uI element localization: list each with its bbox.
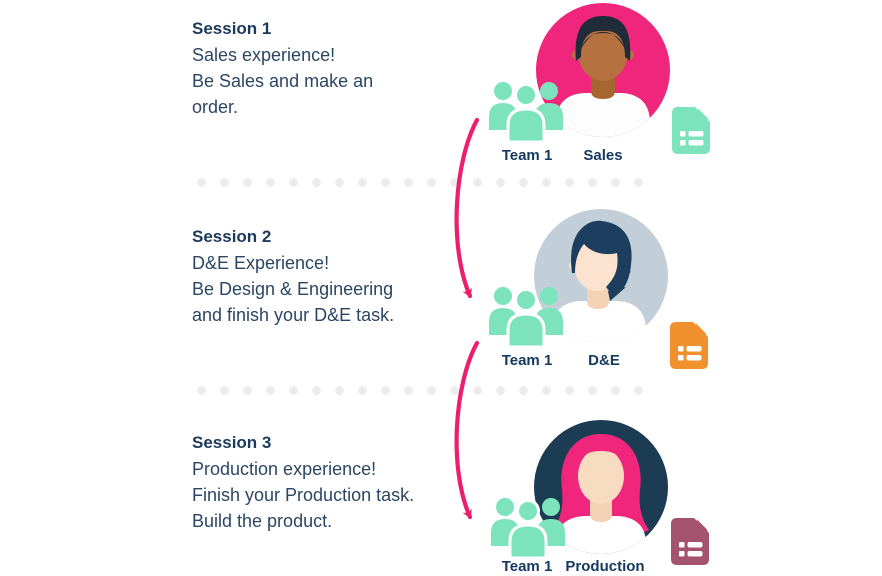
session-1-line: Be Sales and make an <box>192 71 374 91</box>
session-2-team-label: Team 1 <box>501 352 553 369</box>
session-3-line: Finish your Production task. <box>192 485 415 505</box>
dotted-separator-1 <box>190 178 652 187</box>
session-2-title: Session 2 <box>192 227 272 246</box>
session-1-role-label: Sales <box>583 147 623 164</box>
session-3-line: Production experience! <box>192 459 377 479</box>
session-2-role-label: D&E <box>588 352 620 369</box>
session-3-role-label: Production <box>565 558 645 575</box>
session-1-line: Sales experience! <box>192 45 336 65</box>
session-2-text: Session 2 D&E Experience! Be Design & En… <box>192 224 492 328</box>
session-1-team-label: Team 1 <box>501 147 553 164</box>
session-2-line: Be Design & Engineering <box>192 279 394 299</box>
de-document-icon <box>667 321 711 369</box>
team-icon <box>490 494 566 558</box>
session-1-line: order. <box>192 97 239 117</box>
team-icon <box>488 283 564 347</box>
production-avatar <box>534 420 668 554</box>
production-document-icon <box>668 517 712 565</box>
team-icon <box>488 78 564 142</box>
sales-document-icon <box>669 106 713 154</box>
de-avatar <box>534 209 668 343</box>
session-3-line: Build the product. <box>192 511 333 531</box>
session-3-title: Session 3 <box>192 433 272 452</box>
session-2-line: and finish your D&E task. <box>192 305 395 325</box>
session-2-line: D&E Experience! <box>192 253 330 273</box>
session-3-team-label: Team 1 <box>501 558 553 575</box>
sales-avatar <box>536 3 670 137</box>
session-3-text: Session 3 Production experience! Finish … <box>192 430 492 534</box>
session-1-title: Session 1 <box>192 19 272 38</box>
dotted-separator-2 <box>190 386 652 395</box>
session-1-text: Session 1 Sales experience! Be Sales and… <box>192 16 492 120</box>
